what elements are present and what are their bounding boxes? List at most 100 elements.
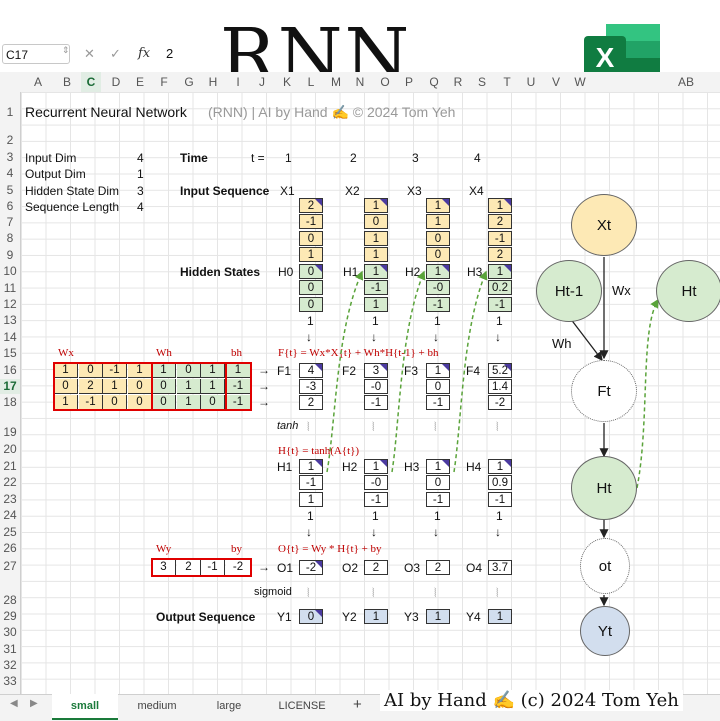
confirm-icon[interactable]: ✓ xyxy=(110,46,121,61)
hidden-cell[interactable]: -1 xyxy=(364,280,388,295)
name-box[interactable]: C17 xyxy=(2,44,70,64)
bh-cell[interactable]: 1 xyxy=(226,363,250,378)
row-header-13[interactable]: 13 xyxy=(3,313,17,327)
row-header-23[interactable]: 23 xyxy=(3,492,17,506)
o-cell[interactable]: 3.7 xyxy=(488,560,512,575)
row-header-18[interactable]: 18 xyxy=(3,395,17,409)
row-header-11[interactable]: 11 xyxy=(3,281,17,295)
hidden-cell[interactable]: -1 xyxy=(488,297,512,312)
row-header-27[interactable]: 27 xyxy=(3,559,17,573)
param-value[interactable]: 1 xyxy=(137,167,144,181)
row-header-6[interactable]: 6 xyxy=(6,199,14,213)
row-header-2[interactable]: 2 xyxy=(6,133,14,147)
column-header-g[interactable]: G xyxy=(184,75,194,89)
column-header-f[interactable]: F xyxy=(160,75,168,89)
o-cell[interactable]: 2 xyxy=(426,560,450,575)
formula-input[interactable]: 2 xyxy=(166,46,174,61)
tab-medium[interactable]: medium xyxy=(137,700,177,712)
row-header-32[interactable]: 32 xyxy=(3,658,17,672)
input-cell[interactable]: 0 xyxy=(299,231,323,246)
f-cell[interactable]: 4 xyxy=(299,363,323,378)
row-header-25[interactable]: 25 xyxy=(3,525,17,539)
column-header-ab[interactable]: AB xyxy=(677,75,694,89)
hidden-cell[interactable]: -0 xyxy=(426,280,450,295)
column-header-r[interactable]: R xyxy=(453,75,463,89)
column-header-u[interactable]: U xyxy=(526,75,536,89)
column-header-w[interactable]: W xyxy=(574,75,586,89)
chevron-updown-icon[interactable]: ⇕ xyxy=(62,45,70,55)
output-cell[interactable]: 1 xyxy=(488,609,512,624)
tab-license[interactable]: LICENSE xyxy=(278,700,326,712)
hidden-cell[interactable]: 0 xyxy=(299,280,323,295)
f-cell[interactable]: 2 xyxy=(299,395,323,410)
row-header-5[interactable]: 5 xyxy=(6,183,14,197)
row-header-3[interactable]: 3 xyxy=(6,150,14,164)
wy-cell[interactable]: 2 xyxy=(177,560,201,575)
input-cell[interactable]: 1 xyxy=(364,198,388,213)
row-header-17[interactable]: 17 xyxy=(0,379,20,394)
h-cell[interactable]: 1 xyxy=(488,459,512,474)
row-header-1[interactable]: 1 xyxy=(6,105,14,119)
row-header-10[interactable]: 10 xyxy=(3,264,17,278)
wy-cell[interactable]: 3 xyxy=(152,560,176,575)
wx-cell[interactable]: 1 xyxy=(54,363,78,378)
row-header-28[interactable]: 28 xyxy=(3,593,17,607)
output-cell[interactable]: 0 xyxy=(299,609,323,624)
f-cell[interactable]: 0 xyxy=(426,379,450,394)
column-header-p[interactable]: P xyxy=(404,75,413,89)
tab-scroll-right-icon[interactable]: ▶ xyxy=(30,698,38,709)
cancel-icon[interactable]: ✕ xyxy=(84,46,95,61)
input-cell[interactable]: -1 xyxy=(488,231,512,246)
column-header-d[interactable]: D xyxy=(111,75,121,89)
row-header-22[interactable]: 22 xyxy=(3,475,17,489)
tab-scroll-left-icon[interactable]: ◀ xyxy=(10,698,18,709)
hidden-cell[interactable]: 1 xyxy=(364,297,388,312)
column-header-v[interactable]: V xyxy=(551,75,560,89)
row-header-31[interactable]: 31 xyxy=(3,642,17,656)
input-cell[interactable]: 0 xyxy=(364,214,388,229)
wh-cell[interactable]: 1 xyxy=(201,363,225,378)
wh-cell[interactable]: 1 xyxy=(152,363,176,378)
input-cell[interactable]: 1 xyxy=(426,198,450,213)
input-cell[interactable]: 2 xyxy=(299,198,323,213)
wh-cell[interactable]: 0 xyxy=(177,363,201,378)
f-cell[interactable]: -2 xyxy=(488,395,512,410)
column-header-m[interactable]: M xyxy=(331,75,341,89)
column-header-e[interactable]: E xyxy=(135,75,144,89)
h-cell[interactable]: -1 xyxy=(488,492,512,507)
f-cell[interactable]: 1.4 xyxy=(488,379,512,394)
input-cell[interactable]: 0 xyxy=(426,231,450,246)
row-header-26[interactable]: 26 xyxy=(3,541,17,555)
input-cell[interactable]: 1 xyxy=(364,247,388,262)
column-header-j[interactable]: J xyxy=(259,75,265,89)
wh-cell[interactable]: 1 xyxy=(177,379,201,394)
row-header-33[interactable]: 33 xyxy=(3,674,17,688)
wh-cell[interactable]: 1 xyxy=(201,379,225,394)
input-cell[interactable]: 2 xyxy=(488,214,512,229)
h-cell[interactable]: -1 xyxy=(299,475,323,490)
h-cell[interactable]: 0.9 xyxy=(488,475,512,490)
f-cell[interactable]: -1 xyxy=(426,395,450,410)
o-cell[interactable]: 2 xyxy=(364,560,388,575)
param-value[interactable]: 4 xyxy=(137,151,144,165)
hidden-cell[interactable]: -1 xyxy=(426,297,450,312)
input-cell[interactable]: -1 xyxy=(299,214,323,229)
hidden-cell[interactable]: 1 xyxy=(488,264,512,279)
by-cell[interactable]: -2 xyxy=(226,560,250,575)
h-cell[interactable]: -1 xyxy=(364,492,388,507)
column-header-i[interactable]: I xyxy=(236,75,240,89)
input-cell[interactable]: 1 xyxy=(488,198,512,213)
f-cell[interactable]: 5.2 xyxy=(488,363,512,378)
wx-cell[interactable]: 0 xyxy=(79,363,103,378)
f-cell[interactable]: -1 xyxy=(364,395,388,410)
row-header-29[interactable]: 29 xyxy=(3,609,17,623)
row-header-16[interactable]: 16 xyxy=(3,363,17,377)
row-header-15[interactable]: 15 xyxy=(3,346,17,360)
h-cell[interactable]: 0 xyxy=(426,475,450,490)
output-cell[interactable]: 1 xyxy=(426,609,450,624)
param-value[interactable]: 4 xyxy=(137,200,144,214)
f-cell[interactable]: 3 xyxy=(364,363,388,378)
column-header-c[interactable]: C xyxy=(81,72,101,92)
row-header-24[interactable]: 24 xyxy=(3,508,17,522)
column-header-t[interactable]: T xyxy=(503,75,511,89)
